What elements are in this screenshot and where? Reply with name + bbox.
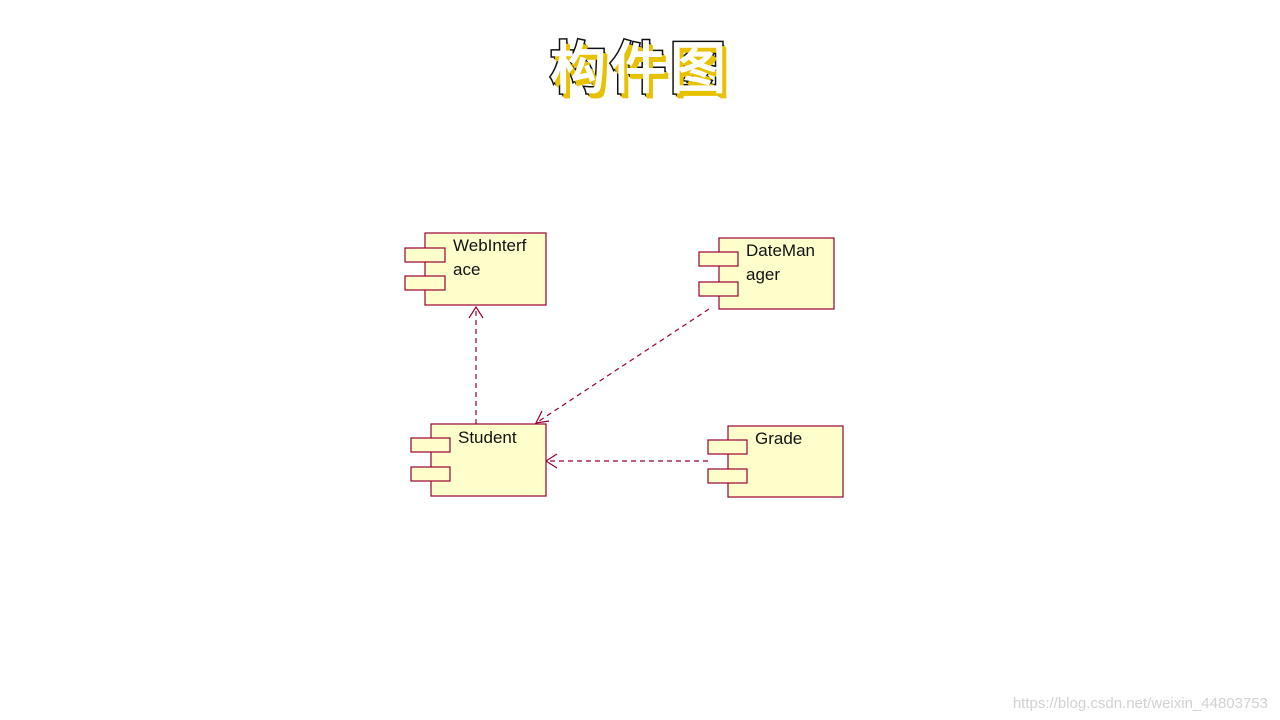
component-tab-upper	[707, 439, 748, 455]
component-label-line: ager	[746, 265, 780, 284]
component-webinterface[interactable]: WebInterf ace	[404, 232, 547, 306]
page-title: 构件图	[549, 36, 730, 104]
component-label-line: Grade	[755, 429, 802, 448]
dependency-datemanager-to-student	[535, 308, 710, 424]
dependency-lines	[468, 305, 710, 469]
component-label-line: ace	[453, 260, 480, 279]
component-label-line: DateMan	[746, 241, 815, 260]
component-tab-upper	[698, 251, 739, 267]
component-tab-lower	[410, 466, 451, 482]
component-label-line: Student	[458, 428, 517, 447]
component-label-line: WebInterf	[453, 236, 527, 255]
watermark-url: https://blog.csdn.net/weixin_44803753	[1012, 695, 1268, 712]
component-tab-lower	[404, 275, 446, 291]
component-tab-upper	[410, 437, 451, 453]
component-tab-upper	[404, 247, 446, 263]
component-datemanager[interactable]: DateMan ager	[698, 237, 835, 310]
component-tab-lower	[698, 281, 739, 297]
component-student[interactable]: Student	[410, 423, 547, 497]
component-tab-lower	[707, 468, 748, 484]
component-grade[interactable]: Grade	[707, 425, 844, 498]
arrowhead-webinterface	[468, 305, 484, 319]
arrowhead-student-from-datemanager	[534, 410, 550, 424]
